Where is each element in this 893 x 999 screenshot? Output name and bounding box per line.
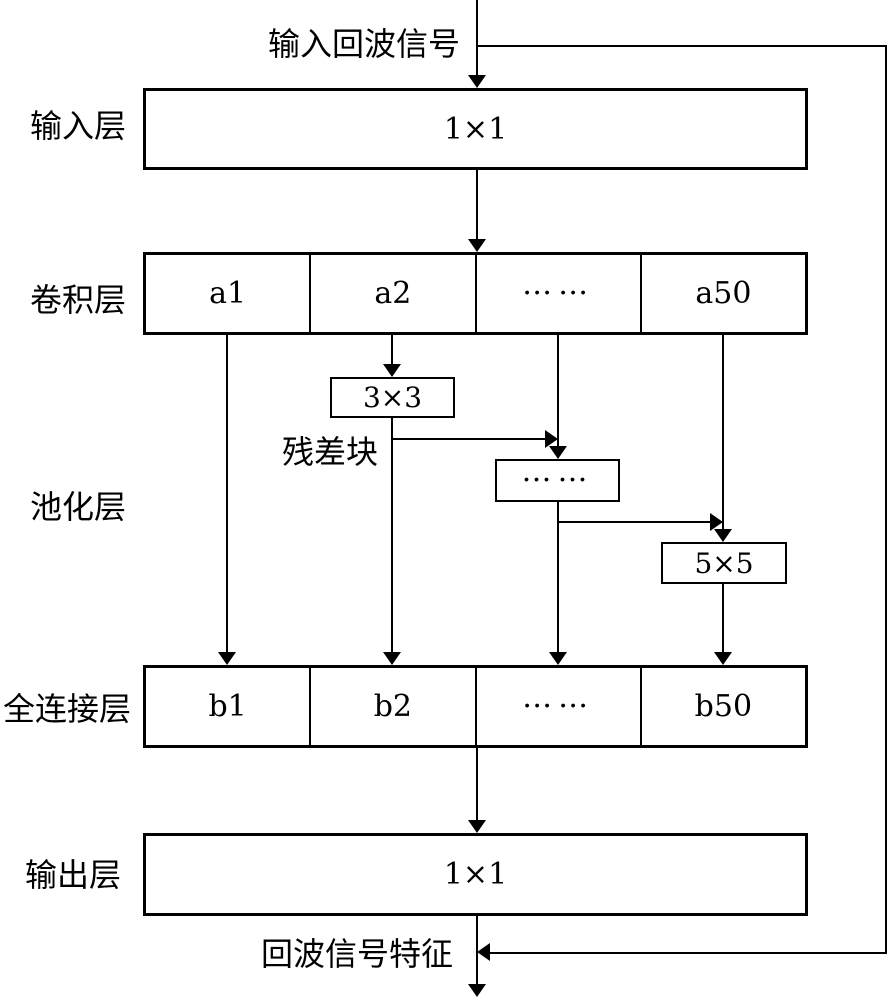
conv-cell-a50-label: a50 xyxy=(695,276,752,311)
connector-poolmid-to-fc xyxy=(557,502,559,653)
skip-connection-bottom-line xyxy=(490,952,887,954)
conv-cell-a1-label: a1 xyxy=(209,276,247,311)
output-layer-box: 1×1 xyxy=(143,833,808,916)
connector-top-input xyxy=(476,0,478,75)
pool-box-5x5: 5×5 xyxy=(661,542,787,584)
skip-connection-top-line xyxy=(477,45,887,47)
output-layer-label: 输出层 xyxy=(25,856,122,894)
arrowhead-final-output xyxy=(468,984,486,997)
output-feature-label: 回波信号特征 xyxy=(261,935,454,973)
connector-a50-to-pool5x5 xyxy=(722,335,724,530)
arrowhead-5x5-into-fc xyxy=(714,652,732,665)
conv-layer-label: 卷积层 xyxy=(30,281,127,319)
connector-ellipsis-to-poolmid xyxy=(557,335,559,447)
fc-cell-b50-label: b50 xyxy=(694,689,753,724)
fc-layer-label: 全连接层 xyxy=(3,690,132,728)
fc-cell-b1-label: b1 xyxy=(208,689,247,724)
residual-branch-mid-line xyxy=(558,521,711,523)
residual-branch-3x3-line xyxy=(392,438,546,440)
arrowhead-into-pool-3x3 xyxy=(383,364,401,377)
arrowhead-into-input-layer xyxy=(468,75,486,88)
conv-cell-a2: a2 xyxy=(311,255,477,332)
arrowhead-branch-right-5x5 xyxy=(710,513,723,531)
pool-layer-label: 池化层 xyxy=(30,488,127,526)
input-layer-box: 1×1 xyxy=(143,88,808,170)
pool-box-ellipsis: …… xyxy=(495,454,620,502)
output-layer-value: 1×1 xyxy=(443,857,508,892)
connector-a1-to-fc xyxy=(226,335,228,653)
fc-cell-b50: b50 xyxy=(642,668,805,745)
connector-input-to-conv xyxy=(476,170,478,240)
conv-cell-ellipsis: …… xyxy=(477,255,642,332)
fc-cell-b1: b1 xyxy=(146,668,312,745)
arrowhead-into-output-layer xyxy=(468,820,486,833)
arrowhead-into-pool-ellipsis xyxy=(549,446,567,459)
connector-a2-to-pool3x3 xyxy=(391,335,393,365)
fc-cell-b2-label: b2 xyxy=(373,689,413,724)
arrowhead-branch-right-mid xyxy=(545,430,558,448)
conv-cell-ellipsis-label: …… xyxy=(522,267,595,302)
connector-pool5x5-to-fc xyxy=(722,584,724,653)
conv-cell-a1: a1 xyxy=(146,255,312,332)
input-signal-label: 输入回波信号 xyxy=(268,25,461,63)
fc-layer-box: b1 b2 …… b50 xyxy=(143,665,808,748)
pool-box-3x3-label: 3×3 xyxy=(362,381,423,414)
pool-box-ellipsis-label: …… xyxy=(521,454,594,489)
input-layer-value: 1×1 xyxy=(443,111,508,147)
conv-cell-a50: a50 xyxy=(642,255,805,332)
pool-box-3x3: 3×3 xyxy=(330,377,455,418)
arrowhead-a1-into-fc xyxy=(218,652,236,665)
arrowhead-into-conv-layer xyxy=(468,239,486,252)
arrowhead-skip-left xyxy=(477,943,490,961)
fc-cell-b2: b2 xyxy=(311,668,477,745)
skip-connection-right-line xyxy=(885,46,887,954)
residual-block-label: 残差块 xyxy=(282,433,379,471)
fc-cell-ellipsis-label: …… xyxy=(522,680,595,715)
fc-cell-ellipsis: …… xyxy=(477,668,642,745)
connector-pool3x3-to-fc xyxy=(391,418,393,653)
arrowhead-3x3-into-fc xyxy=(383,652,401,665)
arrowhead-into-pool-5x5 xyxy=(714,529,732,542)
conv-layer-box: a1 a2 …… a50 xyxy=(143,252,808,335)
connector-fc-to-output xyxy=(476,748,478,821)
arrowhead-ellipsis-into-fc xyxy=(549,652,567,665)
input-layer-label: 输入层 xyxy=(30,107,127,145)
conv-cell-a2-label: a2 xyxy=(374,276,412,311)
pool-box-5x5-label: 5×5 xyxy=(694,546,754,580)
